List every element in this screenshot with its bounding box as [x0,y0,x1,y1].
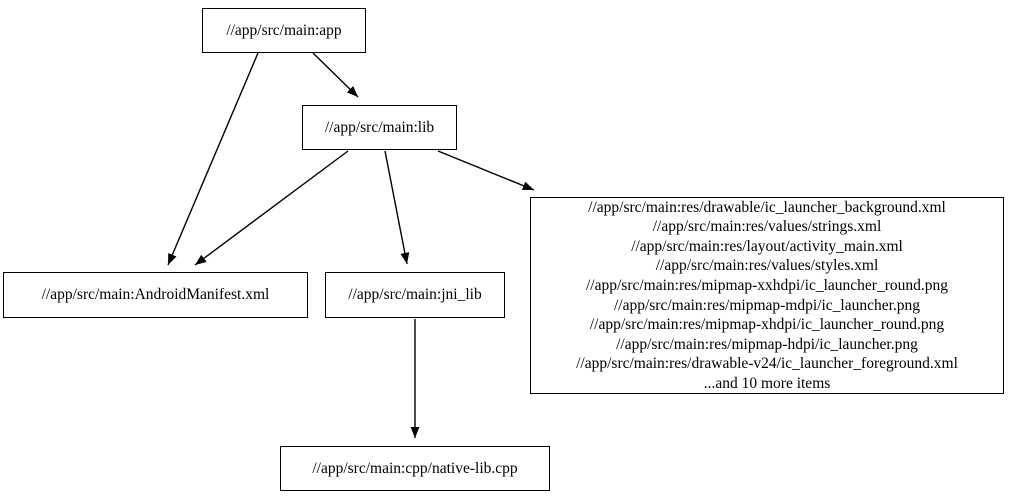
node-jni-lib[interactable]: //app/src/main:jni_lib [325,272,505,318]
node-lib-label: //app/src/main:lib [324,118,435,136]
node-jni-lib-label: //app/src/main:jni_lib [348,286,482,304]
edge-lib-to-androidmanifest [194,150,349,266]
node-app[interactable]: //app/src/main:app [202,8,366,53]
node-androidmanifest-xml-label: //app/src/main:AndroidManifest.xml [41,286,270,304]
node-native-lib-cpp-label: //app/src/main:cpp/native-lib.cpp [312,459,518,477]
node-lib[interactable]: //app/src/main:lib [302,105,457,150]
node-native-lib-cpp[interactable]: //app/src/main:cpp/native-lib.cpp [280,446,550,491]
node-res-files-label: //app/src/main:res/drawable/ic_launcher_… [576,198,958,392]
edge-lib-to-res-files [437,150,535,191]
edge-app-to-androidmanifest [167,52,259,266]
node-androidmanifest-xml[interactable]: //app/src/main:AndroidManifest.xml [3,272,308,318]
edge-app-to-lib [312,52,359,98]
edge-lib-to-jni-lib [384,150,410,265]
node-app-label: //app/src/main:app [226,21,342,39]
node-res-files[interactable]: //app/src/main:res/drawable/ic_launcher_… [530,197,1004,394]
